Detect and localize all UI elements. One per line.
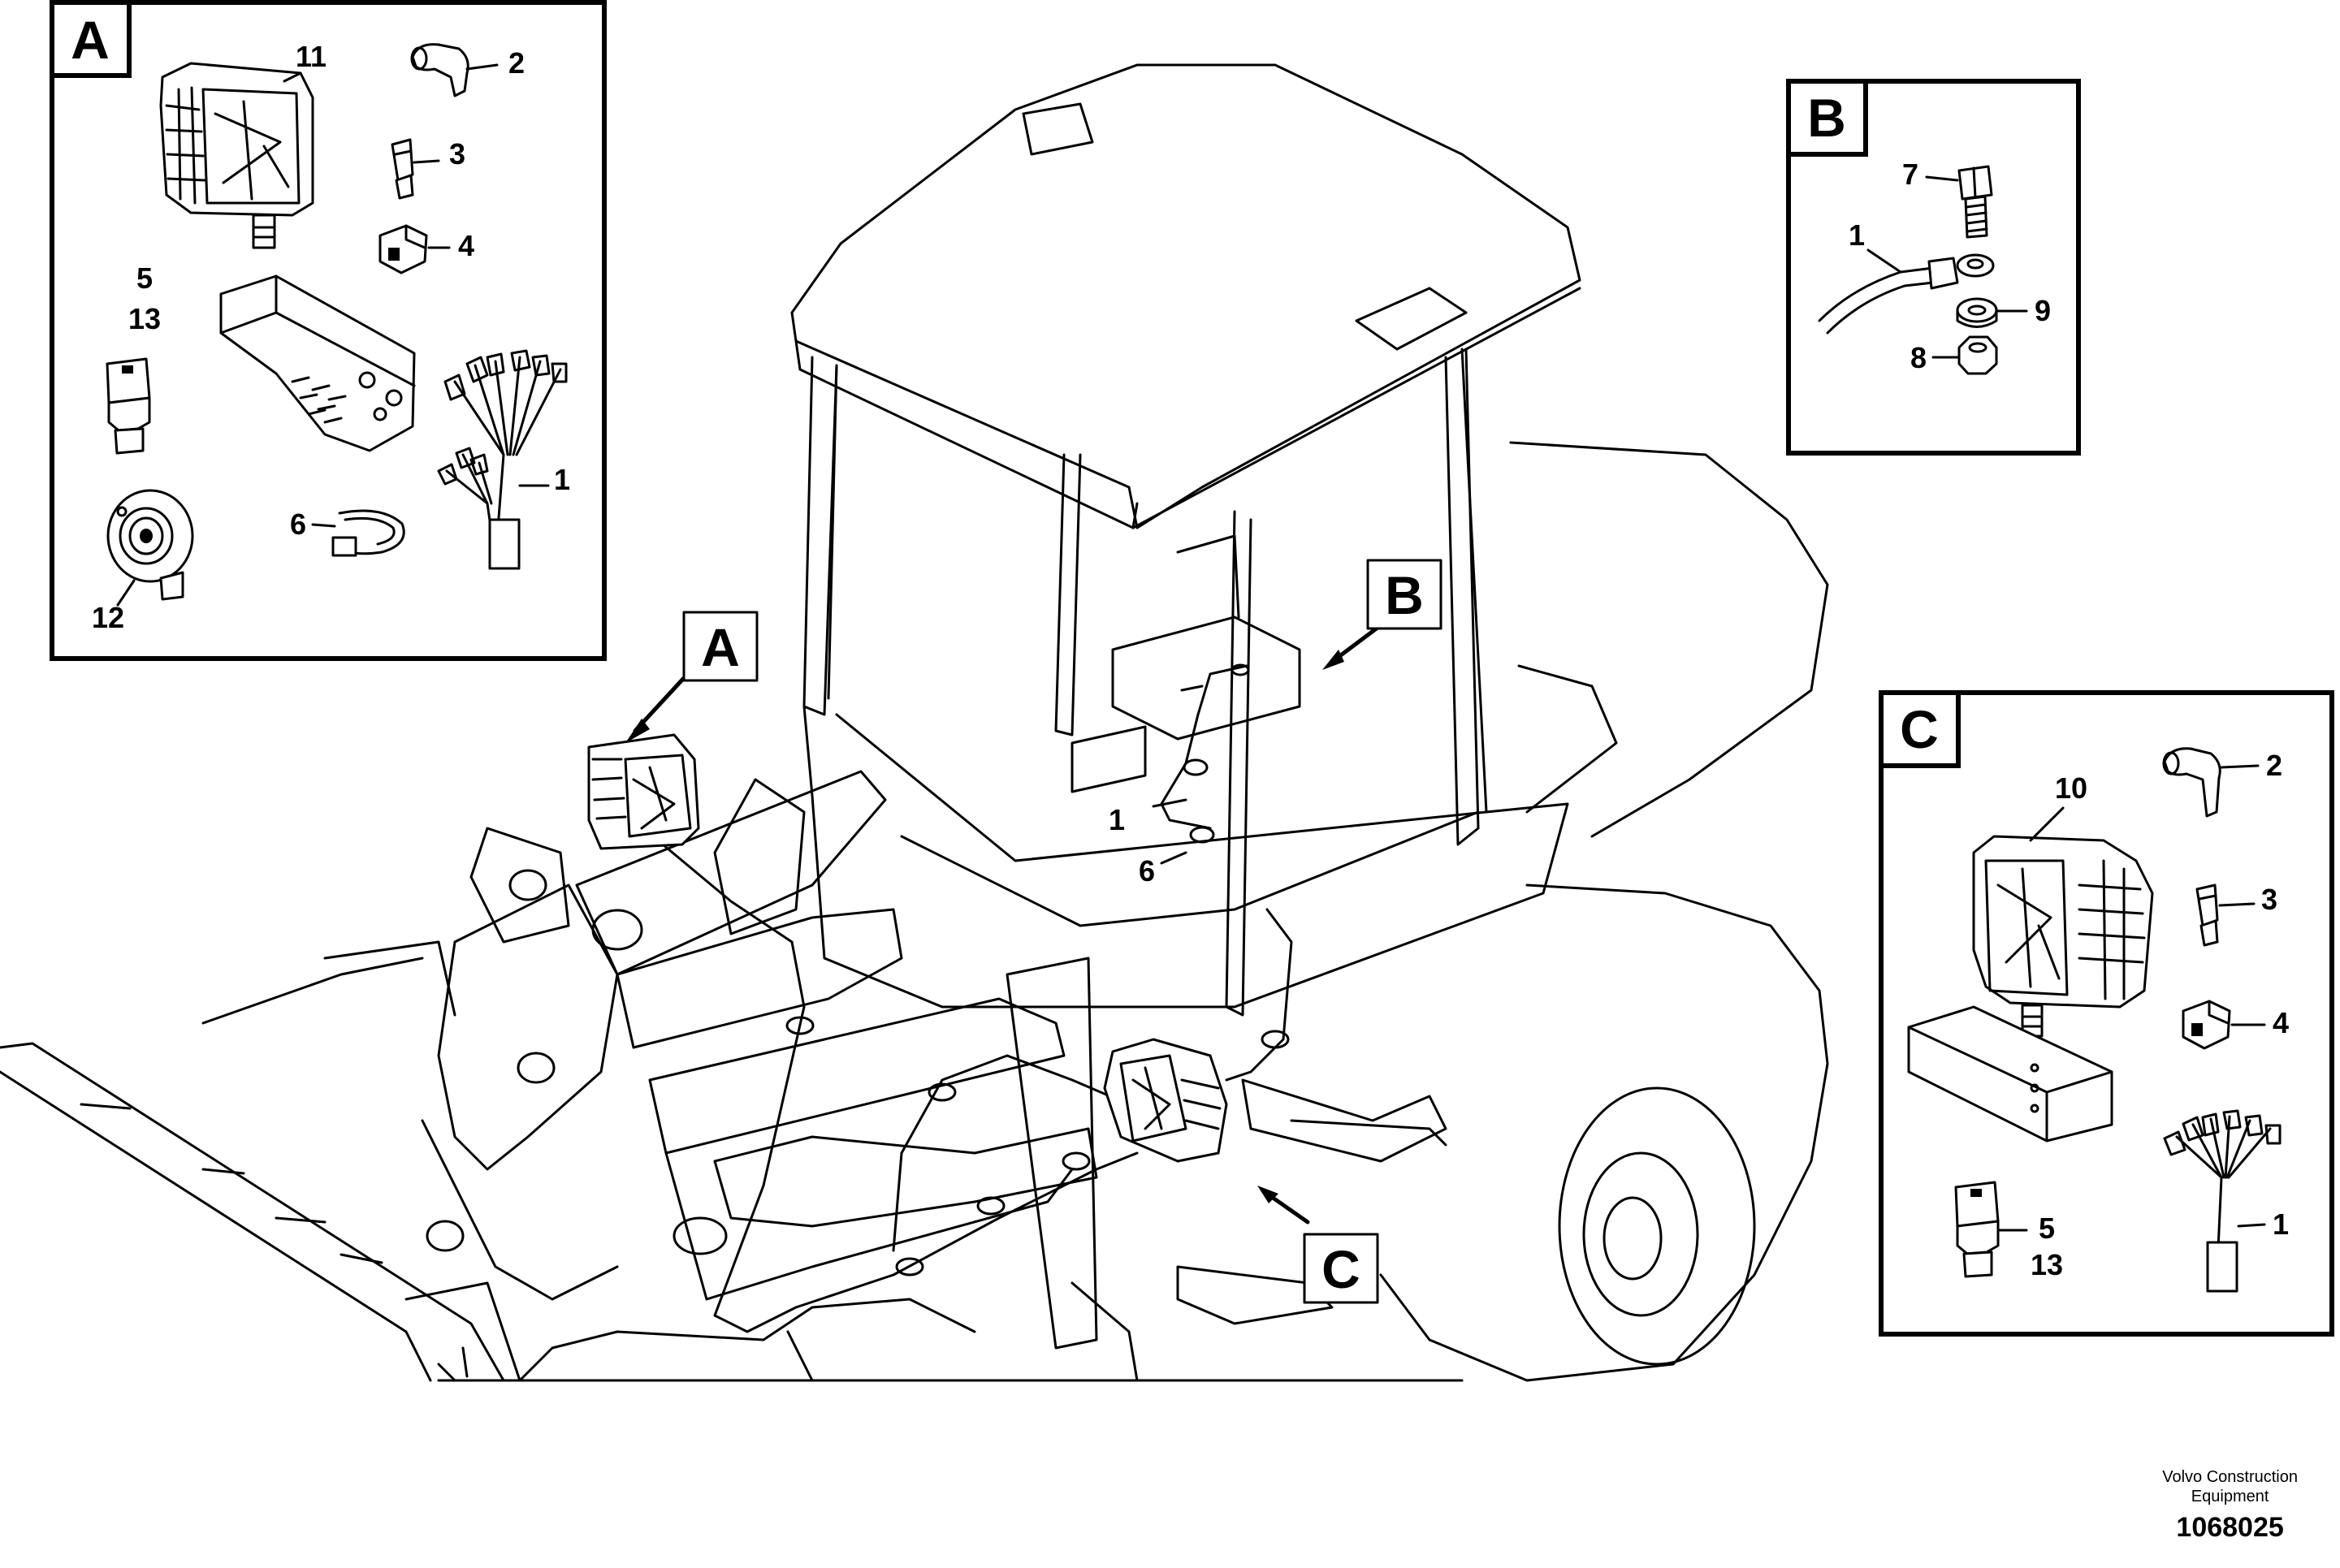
label-1-A: 1 [554, 463, 570, 496]
callout-C: C [1303, 1233, 1379, 1304]
label-1-C: 1 [2273, 1207, 2289, 1241]
label-1-B: 1 [1849, 218, 1865, 252]
footer: Volvo Construction Equipment 1068025 [2162, 1467, 2298, 1544]
cable-harness-icon [2163, 1109, 2282, 1293]
panel-C-letter: C [1900, 699, 1939, 759]
nut-icon [1957, 335, 1998, 375]
label-4: 4 [458, 229, 474, 262]
panel-A: A 11 2 3 [50, 0, 607, 661]
label-4-C: 4 [2273, 1006, 2289, 1039]
label-13: 13 [128, 302, 161, 335]
label-6: 6 [290, 508, 306, 541]
connector-housing-icon [378, 224, 428, 274]
label-3-C: 3 [2261, 883, 2277, 916]
mounting-bracket-icon [1907, 1005, 2113, 1143]
rubber-boot-icon [2162, 747, 2221, 818]
cable-terminal-icon [391, 138, 414, 200]
callout-A: A [682, 611, 759, 682]
cable-terminal-icon [2195, 883, 2219, 947]
main-label-1: 1 [1109, 803, 1125, 836]
plug-connector-icon [1954, 1181, 2000, 1278]
label-2-C: 2 [2266, 749, 2282, 782]
label-2: 2 [508, 46, 525, 80]
label-13-C: 13 [2031, 1248, 2063, 1281]
mounting-bracket-icon [219, 274, 416, 452]
label-9: 9 [2035, 294, 2051, 327]
panel-A-letter: A [71, 10, 110, 70]
label-5: 5 [136, 261, 153, 295]
cable-clamp-icon [331, 509, 405, 557]
callout-C-letter: C [1321, 1239, 1360, 1299]
label-5-C: 5 [2039, 1212, 2055, 1245]
washer-icon [1956, 297, 1998, 328]
brand-line-1: Volvo Construction [2162, 1468, 2298, 1486]
main-label-6: 6 [1139, 854, 1155, 888]
callout-B: B [1366, 559, 1442, 630]
panel-B: B 7 1 9 [1786, 79, 2081, 456]
panel-C: C 10 2 3 [1879, 690, 2334, 1337]
label-8: 8 [1910, 341, 1927, 374]
panel-B-letter: B [1807, 88, 1846, 148]
connector-housing-icon [2182, 1000, 2231, 1050]
work-light-icon [159, 62, 314, 249]
callout-A-letter: A [701, 617, 740, 677]
bolt-icon [1957, 165, 1993, 239]
wheel-loader-drawing [0, 63, 1829, 1382]
label-10: 10 [2055, 771, 2087, 805]
plug-connector-icon [106, 357, 151, 455]
callout-leaders [625, 623, 1383, 1225]
rubber-boot-icon [410, 43, 469, 97]
callout-B-letter: B [1385, 565, 1424, 625]
label-11: 11 [296, 40, 327, 73]
label-12: 12 [92, 601, 124, 634]
label-3: 3 [449, 137, 465, 171]
ground-cable-icon [1818, 253, 1995, 335]
brand-line-2: Equipment [2191, 1488, 2269, 1505]
cable-harness-icon [437, 349, 568, 570]
label-7: 7 [1902, 158, 1918, 191]
document-number: 1068025 [2176, 1512, 2284, 1543]
horn-icon [106, 489, 194, 601]
